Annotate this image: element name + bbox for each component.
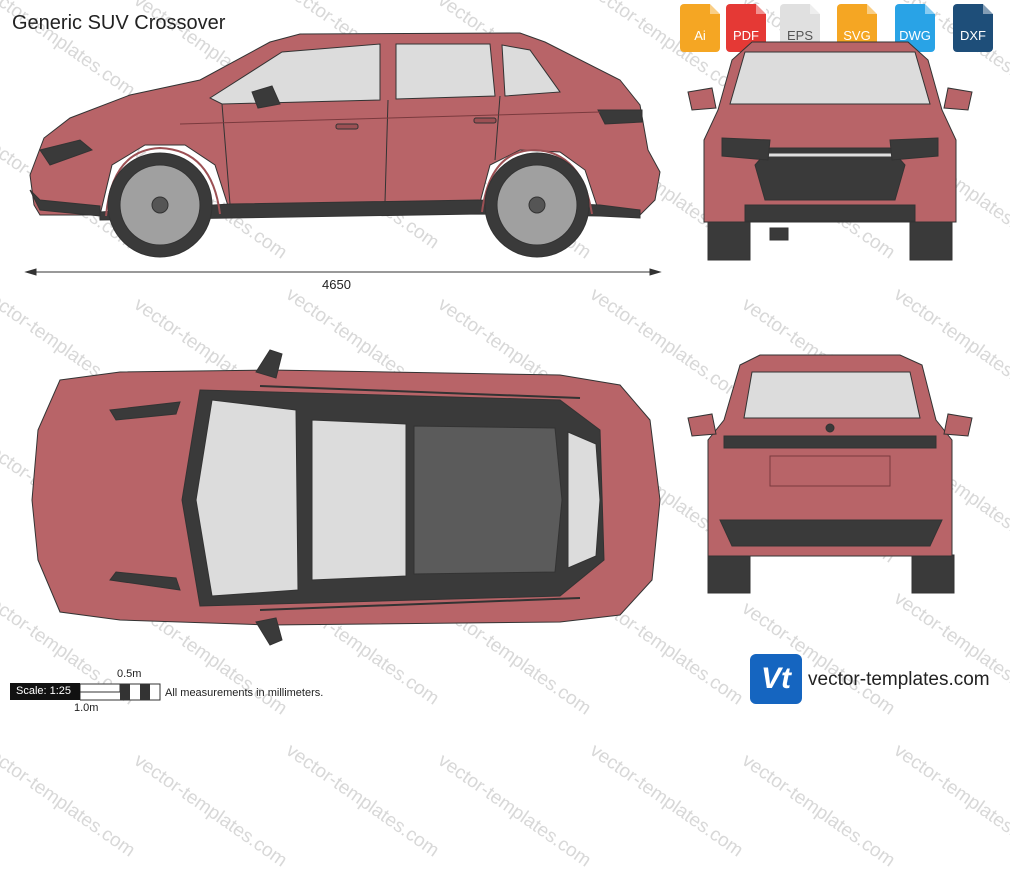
rear-view	[687, 354, 973, 594]
top-rear-glass	[567, 431, 601, 569]
front-headlight-right	[889, 137, 939, 161]
side-door-line-1	[221, 103, 231, 205]
watermark-text: vector-templates.com	[0, 740, 139, 862]
front-mirror-left	[687, 87, 717, 111]
watermark-text: vector-templates.com	[585, 740, 747, 862]
top-mirror-left	[255, 349, 283, 379]
rear-plate-area	[769, 455, 891, 487]
brand-logo-icon[interactable]: Vt	[750, 654, 802, 704]
side-door-handle-rear	[473, 117, 497, 124]
side-window-quarter	[501, 44, 561, 97]
measurement-note: All measurements in millimeters.	[165, 687, 324, 699]
watermark-text: vector-templates.com	[889, 740, 1010, 862]
side-door-handle-front	[335, 123, 359, 130]
front-windshield	[729, 51, 931, 105]
side-hub-rear	[528, 196, 546, 214]
length-dimension	[24, 268, 662, 276]
side-window-front	[208, 43, 381, 105]
rear-window	[743, 371, 921, 419]
front-plate-mount	[769, 227, 789, 241]
format-label: SVG	[843, 28, 871, 43]
side-view	[29, 32, 661, 258]
format-badge-ai[interactable]: Ai	[678, 4, 722, 54]
front-tire-left	[707, 219, 751, 261]
side-mirror	[251, 85, 281, 109]
scale-half-label: 0.5m	[117, 668, 142, 680]
front-lower-intake	[744, 204, 916, 222]
format-label: DXF	[960, 28, 986, 43]
top-hood-vent-left	[109, 401, 181, 421]
side-front-bumper	[29, 189, 101, 217]
length-label: 4650	[322, 277, 351, 292]
format-badge-dxf[interactable]: DXF	[951, 4, 995, 54]
top-roof-rail-right	[259, 597, 581, 611]
top-view	[31, 349, 661, 646]
format-label: EPS	[786, 28, 813, 43]
watermark-text: vector-templates.com	[737, 750, 899, 872]
front-view	[687, 41, 973, 261]
top-windshield	[195, 399, 299, 597]
side-window-rear	[395, 43, 496, 100]
format-badge-dwg[interactable]: DWG	[893, 4, 937, 54]
side-door-line-2	[384, 99, 389, 203]
side-taillight	[597, 109, 643, 125]
watermark-text: vector-templates.com	[129, 750, 291, 872]
scale-bar	[80, 683, 161, 701]
top-panoramic-roof	[413, 425, 563, 575]
format-label: PDF	[733, 28, 759, 43]
watermark-text: vector-templates.com	[281, 740, 443, 862]
top-mirror-right	[255, 617, 283, 646]
front-tire-right	[909, 219, 953, 261]
format-label: DWG	[899, 28, 931, 43]
top-hood-vent-right	[109, 571, 181, 591]
format-label: Ai	[694, 28, 706, 43]
rear-mirror-right	[943, 413, 973, 437]
side-door-line-3	[494, 95, 501, 161]
page-title: Generic SUV Crossover	[12, 12, 226, 34]
scale-full-label: 1.0m	[74, 702, 99, 714]
front-grille	[754, 147, 906, 201]
side-beltline	[179, 111, 601, 125]
brand-url-link[interactable]: vector-templates.com	[808, 669, 990, 690]
side-headlight	[39, 139, 93, 166]
watermark-text: vector-templates.com	[433, 750, 595, 872]
rear-diffuser	[719, 519, 943, 547]
car-drawing	[24, 32, 973, 646]
front-headlight-left	[721, 137, 771, 161]
rear-badge-icon	[825, 423, 835, 433]
front-mirror-right	[943, 87, 973, 111]
scale-label: Scale: 1:25	[10, 683, 80, 700]
rear-mirror-left	[687, 413, 717, 437]
top-roof-rail-left	[259, 385, 581, 399]
rear-tire-right	[911, 554, 955, 594]
rear-light-bar	[723, 435, 937, 449]
side-hub-front	[151, 196, 169, 214]
top-front-roof-glass	[311, 419, 407, 581]
rear-tire-left	[707, 554, 751, 594]
